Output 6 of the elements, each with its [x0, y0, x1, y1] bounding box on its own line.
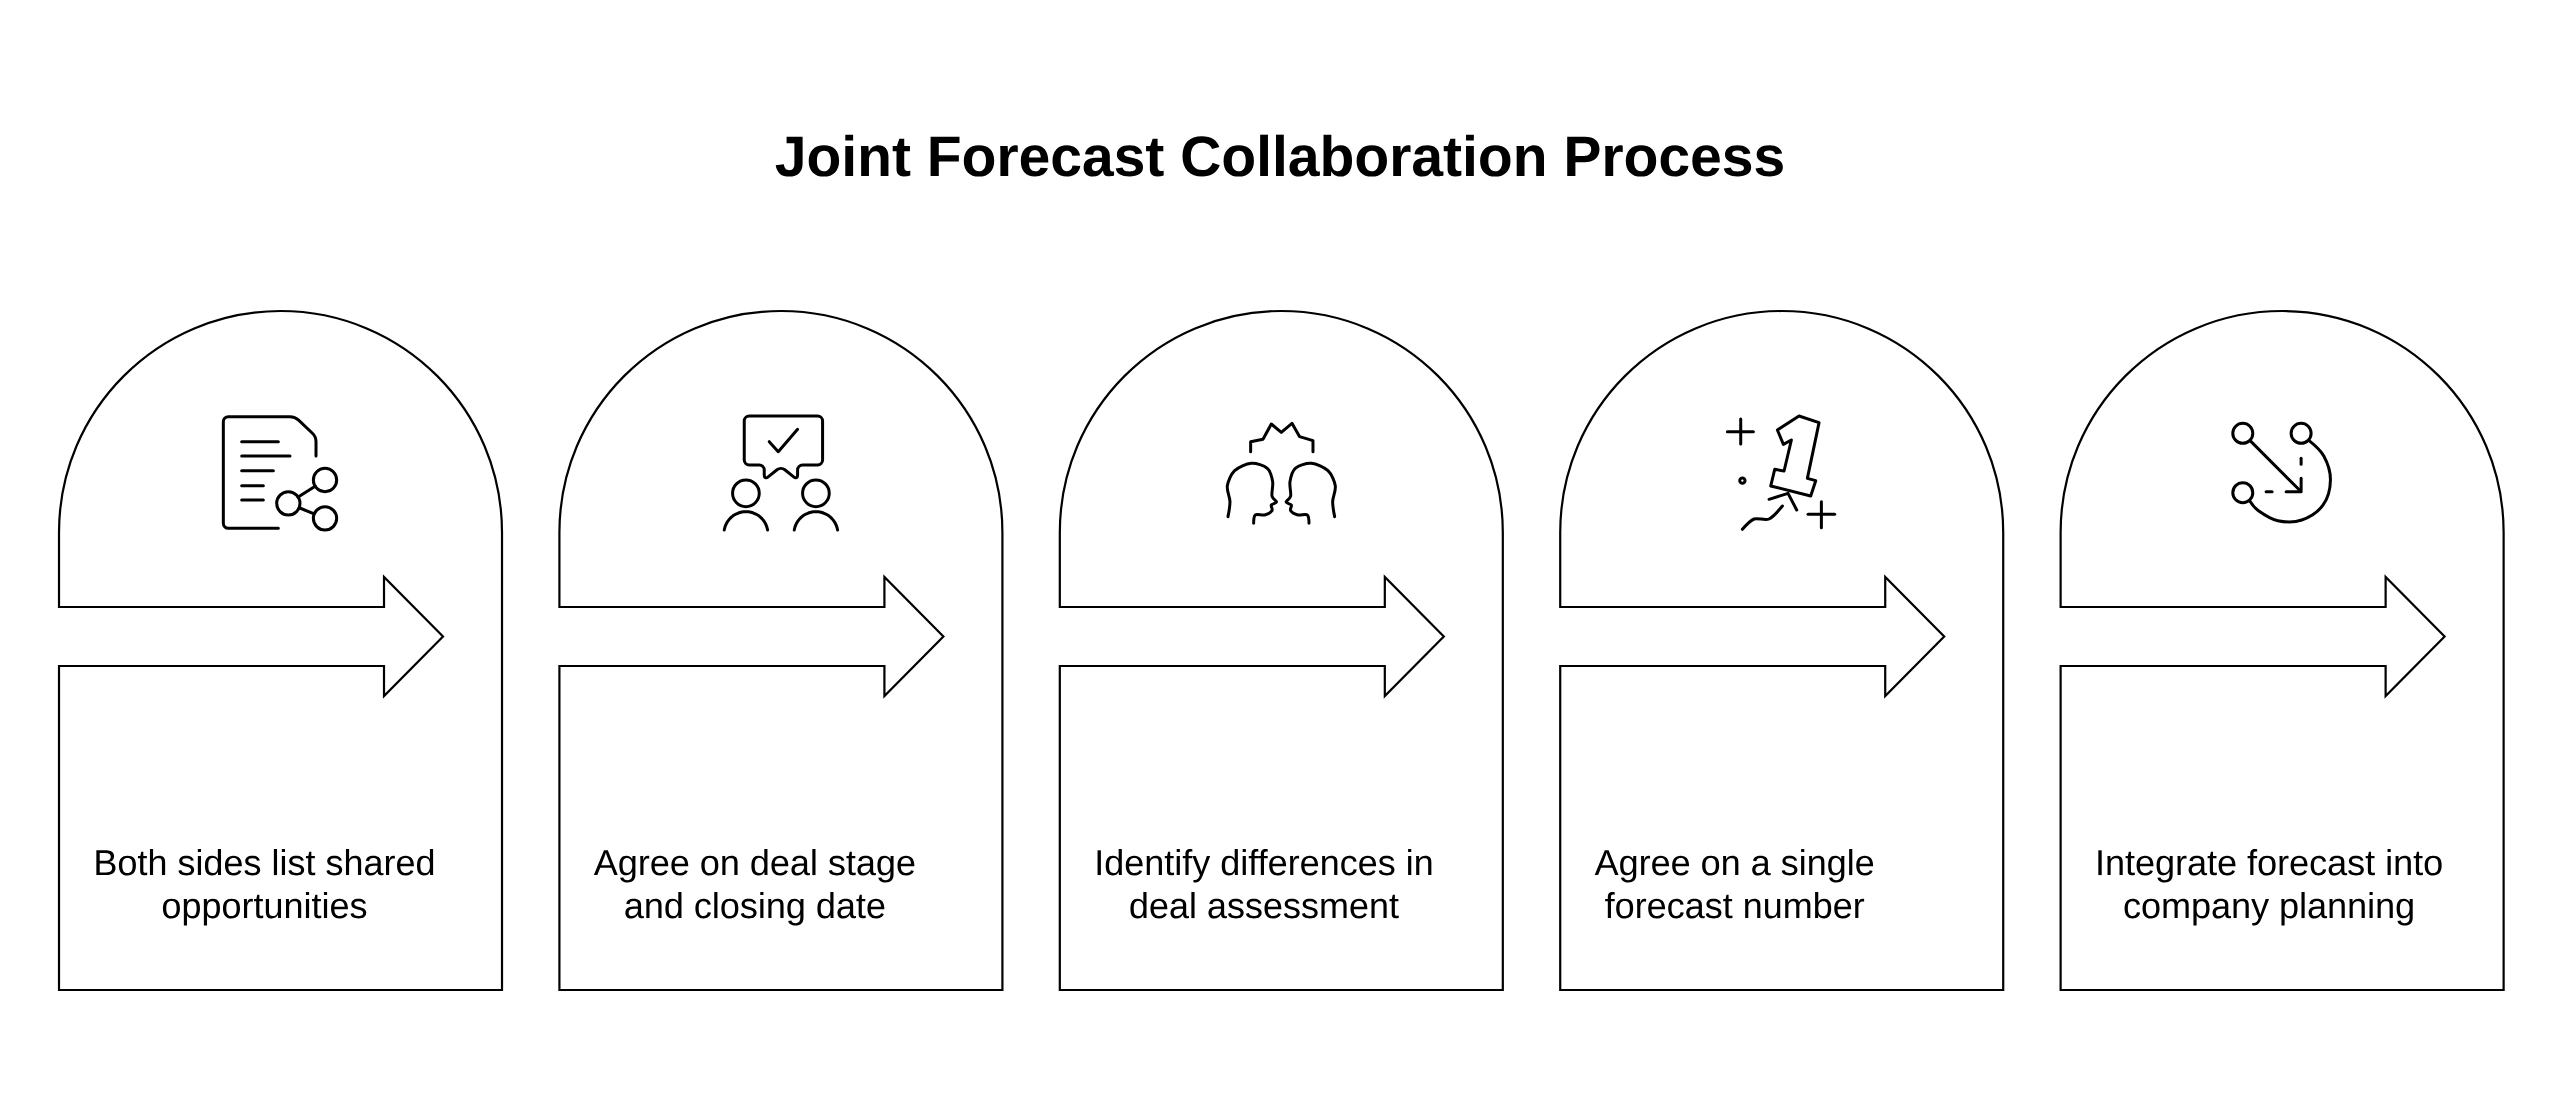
title: Joint Forecast Collaboration Process	[775, 134, 1783, 177]
step-card: Agree on a single forecast number	[1559, 309, 2005, 992]
step-card: Agree on deal stage and closing date	[558, 309, 1004, 992]
step-card: Integrate forecast into company planning	[2059, 309, 2505, 992]
step-card: Identify differences in deal assessment	[1058, 309, 1504, 992]
step-card: Both sides list shared opportunities	[57, 309, 504, 992]
